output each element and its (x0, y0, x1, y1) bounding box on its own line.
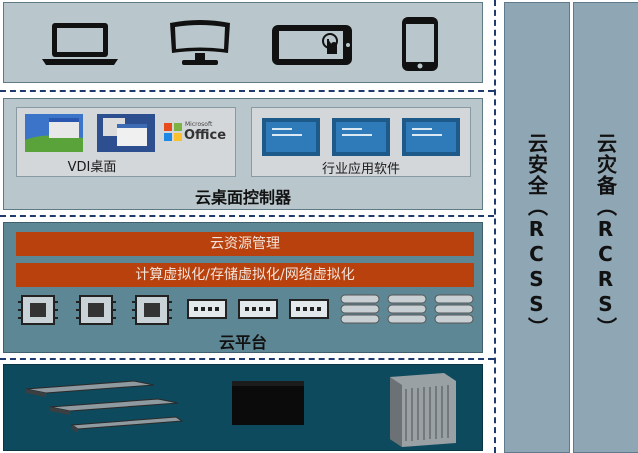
storage-disk-icon (387, 294, 427, 324)
vdi-desktop-label: VDI桌面 (67, 160, 117, 175)
cloud-dr-title: 云灾备 (593, 133, 618, 196)
smartphone-icon (402, 17, 438, 71)
network-switch-icon (238, 299, 278, 319)
cloud-security-code: （RCSS） (524, 196, 549, 338)
vdi-desktop-box: Microsoft Office VDI桌面 (16, 107, 236, 177)
divider-desktop (0, 215, 494, 217)
desktop-controller-title: 云桌面控制器 (194, 188, 291, 207)
windows-desktop-thumbnail (25, 114, 83, 152)
office-logo-icon (164, 123, 182, 141)
cpu-chip-icon (76, 295, 116, 325)
hardware-layer (3, 364, 483, 451)
cpu-chip-icon (132, 295, 172, 325)
platform-layer: 云资源管理 计算虚拟化/存储虚拟化/网络虚拟化 (3, 222, 483, 353)
app-window-thumbnail-2 (332, 118, 390, 156)
office-logo-small-text: Microsoft (185, 121, 213, 128)
app-window-thumbnail-3 (402, 118, 460, 156)
cloud-platform-title: 云平台 (218, 333, 267, 352)
cpu-chip-icon (18, 295, 58, 325)
cloud-disaster-recovery-label: 云灾备 （RCRS） (574, 133, 638, 338)
cloud-dr-code: （RCRS） (593, 196, 618, 338)
cloud-disaster-recovery-column: 云灾备 （RCRS） (573, 2, 638, 453)
office-logo-text: Office (184, 128, 227, 143)
virtualization-bar: 计算虚拟化/存储虚拟化/网络虚拟化 (16, 263, 474, 287)
storage-disk-icon (434, 294, 474, 324)
rack-server-stack-icon (25, 380, 184, 433)
divider-vertical (494, 0, 496, 453)
industry-software-label: 行业应用软件 (321, 162, 400, 177)
divider-devices (0, 90, 494, 92)
laptop-icon (42, 23, 118, 65)
device-layer (3, 2, 483, 83)
divider-platform (0, 358, 494, 360)
app-window-thumbnail-1 (262, 118, 320, 156)
network-switch-icon (289, 299, 329, 319)
cloud-security-label: 云安全 （RCSS） (505, 133, 569, 338)
desktop-layer: Microsoft Office VDI桌面 行业应用软件 云桌面控制器 (3, 98, 483, 210)
cloud-security-column: 云安全 （RCSS） (504, 2, 570, 453)
tablet-touch-icon (272, 25, 352, 65)
storage-enclosure-icon (232, 381, 304, 425)
office-desktop-thumbnail (97, 114, 155, 152)
blade-chassis-icon (390, 373, 456, 447)
storage-disk-icon (340, 294, 380, 324)
resource-management-bar: 云资源管理 (16, 232, 474, 256)
industry-software-box: 行业应用软件 (251, 107, 471, 177)
network-switch-icon (187, 299, 227, 319)
monitor-icon (170, 20, 230, 65)
cloud-security-title: 云安全 (524, 133, 549, 196)
